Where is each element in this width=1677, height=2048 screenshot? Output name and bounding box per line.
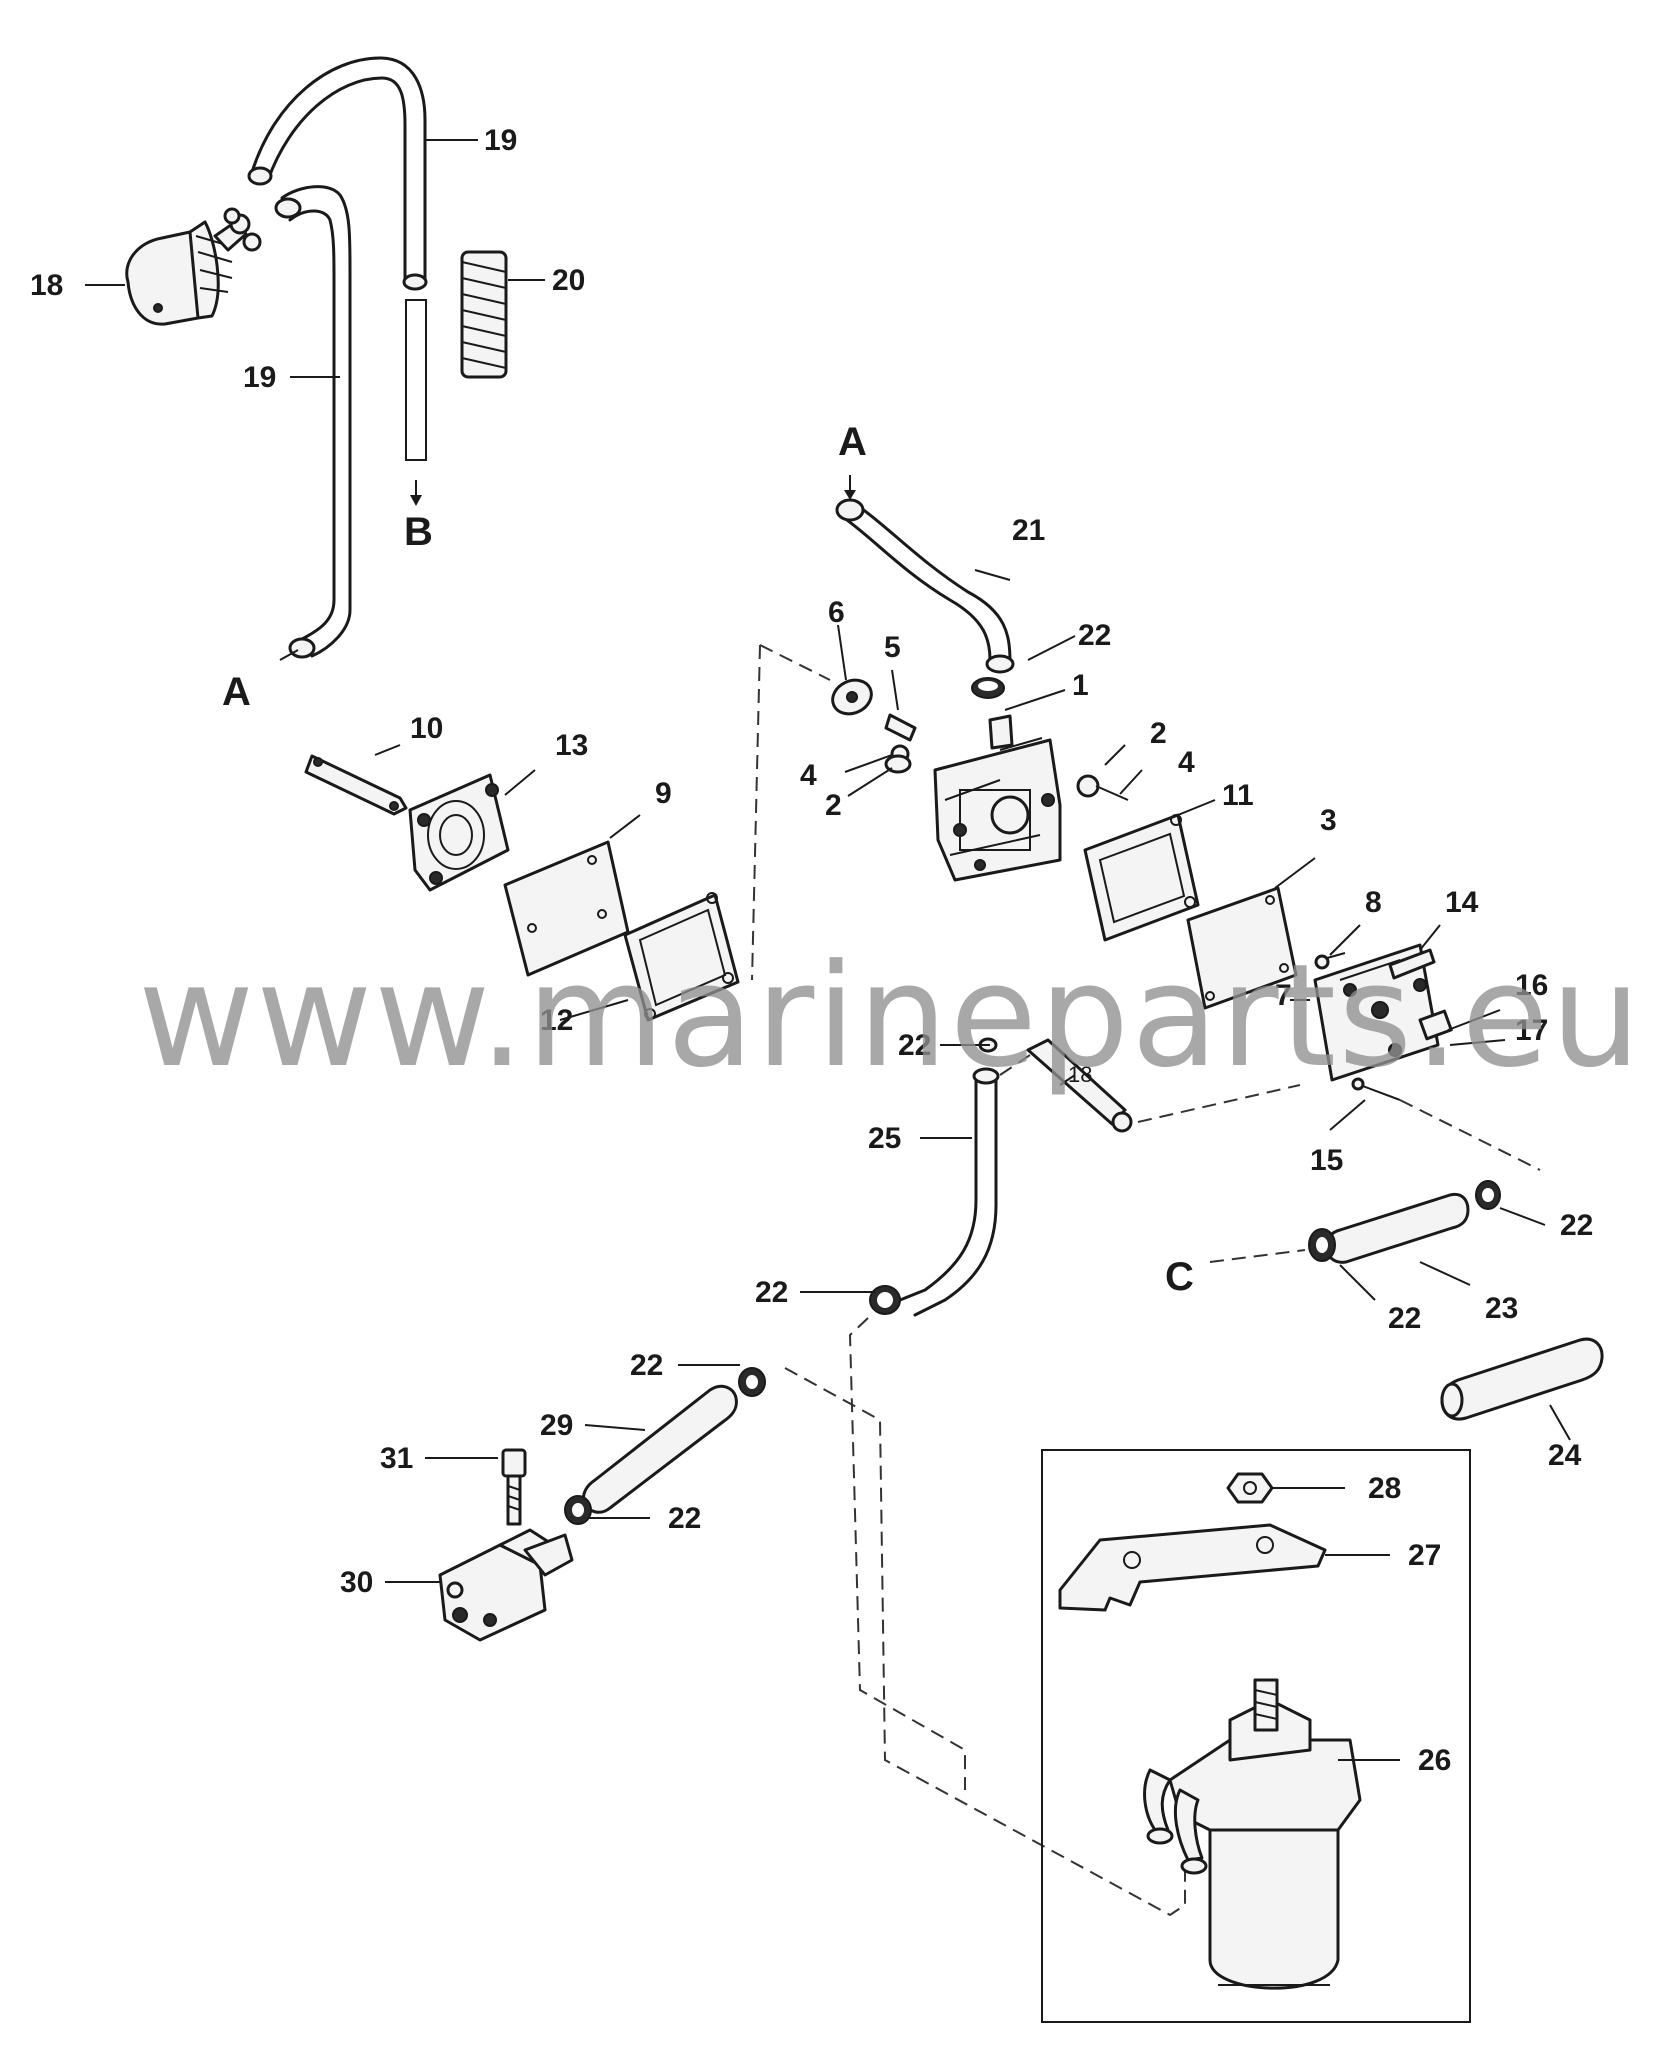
callout-24: 24	[1548, 1439, 1582, 1472]
primer-filter-part-18	[125, 207, 262, 326]
callout-1: 1	[1072, 669, 1089, 702]
callout-26: 26	[1418, 1744, 1451, 1777]
link-part-10	[304, 754, 408, 816]
spring-part-20	[460, 250, 508, 379]
callout-22-right: 22	[1560, 1209, 1593, 1242]
callout-17: 17	[1515, 1014, 1548, 1047]
callout-18-valve: 18	[1068, 1062, 1092, 1087]
fuel-hose-part-21	[835, 498, 1015, 674]
pump-cover-part-13	[408, 773, 510, 892]
check-valve-part-18	[1026, 1038, 1133, 1133]
nut-part-28	[1226, 1472, 1274, 1504]
callout-13: 13	[555, 729, 588, 762]
diaphragm-part-9	[503, 840, 630, 977]
callout-20: 20	[552, 264, 585, 297]
callout-labels: 18 19 19 20 B A A C 21 22 1 6 5 4 2 2 4 …	[30, 124, 1593, 1777]
callout-16: 16	[1515, 969, 1548, 1002]
callout-7: 7	[1275, 979, 1292, 1012]
callout-27: 27	[1408, 1539, 1441, 1572]
callout-15: 15	[1310, 1144, 1343, 1177]
callout-12: 12	[540, 1004, 573, 1037]
callout-22-valve: 22	[898, 1029, 931, 1062]
fuel-hose-part-25	[898, 1037, 1000, 1317]
callout-23: 23	[1485, 1292, 1518, 1325]
routing-dashed-lines	[751, 644, 1541, 1917]
callout-22-hose29-top: 22	[630, 1349, 663, 1382]
callout-4-right: 4	[1178, 746, 1195, 779]
callout-9: 9	[655, 777, 672, 810]
gasket-part-11	[1083, 813, 1200, 942]
callout-14: 14	[1445, 886, 1479, 919]
fuel-connector-part-30	[438, 1528, 574, 1642]
callout-21: 21	[1012, 514, 1045, 547]
inset-box	[1041, 1449, 1471, 2023]
callout-2-right: 2	[1150, 717, 1167, 750]
callout-31: 31	[380, 1442, 413, 1475]
diaphragm-part-3	[1186, 886, 1298, 1010]
callout-A-top: A	[838, 420, 867, 464]
callout-30: 30	[340, 1566, 373, 1599]
fuel-hose-part-24	[1440, 1337, 1604, 1421]
callout-B: B	[404, 510, 433, 554]
bolt-part-31	[501, 1448, 527, 1526]
callout-18: 18	[30, 269, 63, 302]
callout-28: 28	[1368, 1472, 1401, 1505]
callout-2-left: 2	[825, 789, 842, 822]
bracket-part-27	[1058, 1523, 1327, 1612]
callout-22-top: 22	[1078, 619, 1111, 652]
leader-lines	[85, 139, 1571, 1761]
callout-C: C	[1165, 1255, 1194, 1299]
callout-3: 3	[1320, 804, 1337, 837]
callout-22-hose29-bottom: 22	[668, 1502, 701, 1535]
callout-25: 25	[868, 1122, 901, 1155]
callout-4-left: 4	[800, 759, 817, 792]
callout-22-hose25: 22	[755, 1276, 788, 1309]
callout-6: 6	[828, 596, 845, 629]
callout-A-left: A	[222, 670, 251, 714]
fuel-hose-part-23	[1308, 1180, 1501, 1264]
callout-11: 11	[1222, 779, 1254, 812]
callout-5: 5	[884, 631, 901, 664]
fuel-hose-part-29	[564, 1367, 766, 1525]
fuel-pump-body-part-1	[933, 714, 1062, 882]
hose-section-B	[405, 299, 427, 506]
hose-clamp-22-mid	[869, 1285, 901, 1315]
callout-10: 10	[410, 712, 443, 745]
hose-clamp-22-top	[971, 677, 1005, 699]
gasket-part-12	[623, 892, 740, 1022]
fuel-filter-part-26	[1143, 1678, 1362, 1990]
watermark-text: www.marineparts.eu	[138, 934, 1643, 1099]
callout-29: 29	[540, 1409, 573, 1442]
callout-22-lower-right: 22	[1388, 1302, 1421, 1335]
callout-19: 19	[484, 124, 517, 157]
small-hardware-parts	[831, 678, 1129, 801]
pump-end-cover-part-7	[1313, 943, 1453, 1101]
callout-8: 8	[1365, 886, 1382, 919]
fuel-hose-part-19	[247, 56, 428, 659]
callout-19-lower: 19	[243, 361, 276, 394]
